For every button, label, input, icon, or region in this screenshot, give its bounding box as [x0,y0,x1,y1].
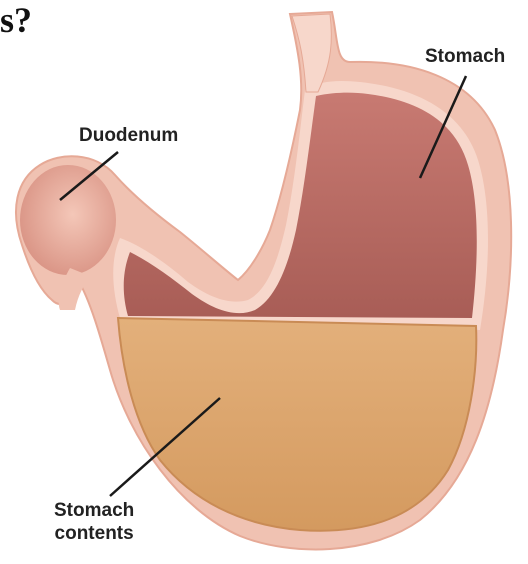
stomach-contents-label-line2: contents [54,523,134,546]
duodenum-label: Duodenum [79,125,178,148]
stomach-contents [118,318,476,531]
stomach-contents-label-line1: Stomach [54,500,134,523]
stomach-contents-label: Stomach contents [54,500,134,546]
duodenum-bulb [20,165,116,275]
heading-fragment: s? [0,2,32,38]
stomach-label: Stomach [425,46,505,69]
